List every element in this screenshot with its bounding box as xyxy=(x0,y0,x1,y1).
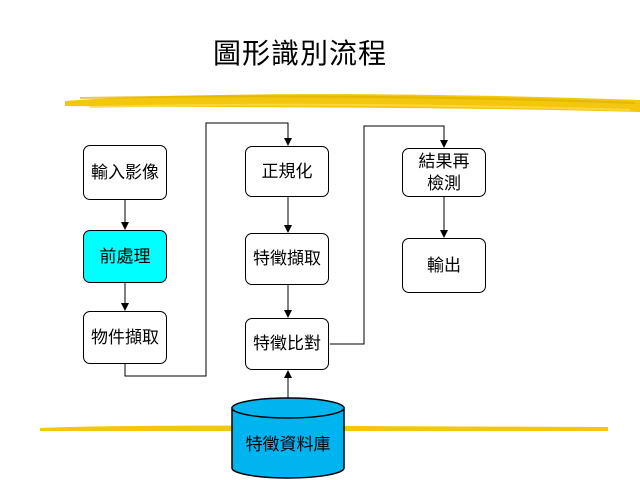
arrowhead-feature xyxy=(284,225,292,233)
arrowhead-preprocess xyxy=(121,222,129,230)
node-preprocess: 前處理 xyxy=(83,230,167,283)
arrowhead-db-to-match xyxy=(284,370,292,378)
arrowhead-output xyxy=(440,230,448,238)
node-result-check: 結果再 檢測 xyxy=(402,148,486,197)
arrowhead-extract xyxy=(121,303,129,311)
arrowhead-normalize xyxy=(284,138,292,146)
arrowheads xyxy=(121,138,448,378)
node-object-extract: 物件擷取 xyxy=(83,311,167,364)
node-feature-extract: 特徵擷取 xyxy=(245,233,329,285)
connector-match-to-check xyxy=(330,125,445,345)
top-brush-stroke xyxy=(65,94,640,112)
node-normalize: 正規化 xyxy=(245,146,329,197)
slide-title: 圖形識別流程 xyxy=(212,37,387,70)
feature-database-cylinder xyxy=(231,397,345,479)
arrowhead-check xyxy=(440,140,448,148)
node-input-image: 輸入影像 xyxy=(83,145,167,200)
connector-extract-to-normalize xyxy=(124,122,289,377)
connectors xyxy=(124,122,445,398)
node-feature-database-label: 特徵資料庫 xyxy=(245,435,331,455)
node-feature-match: 特徵比對 xyxy=(245,318,329,370)
arrowhead-match xyxy=(284,310,292,318)
node-output: 輸出 xyxy=(402,238,486,293)
